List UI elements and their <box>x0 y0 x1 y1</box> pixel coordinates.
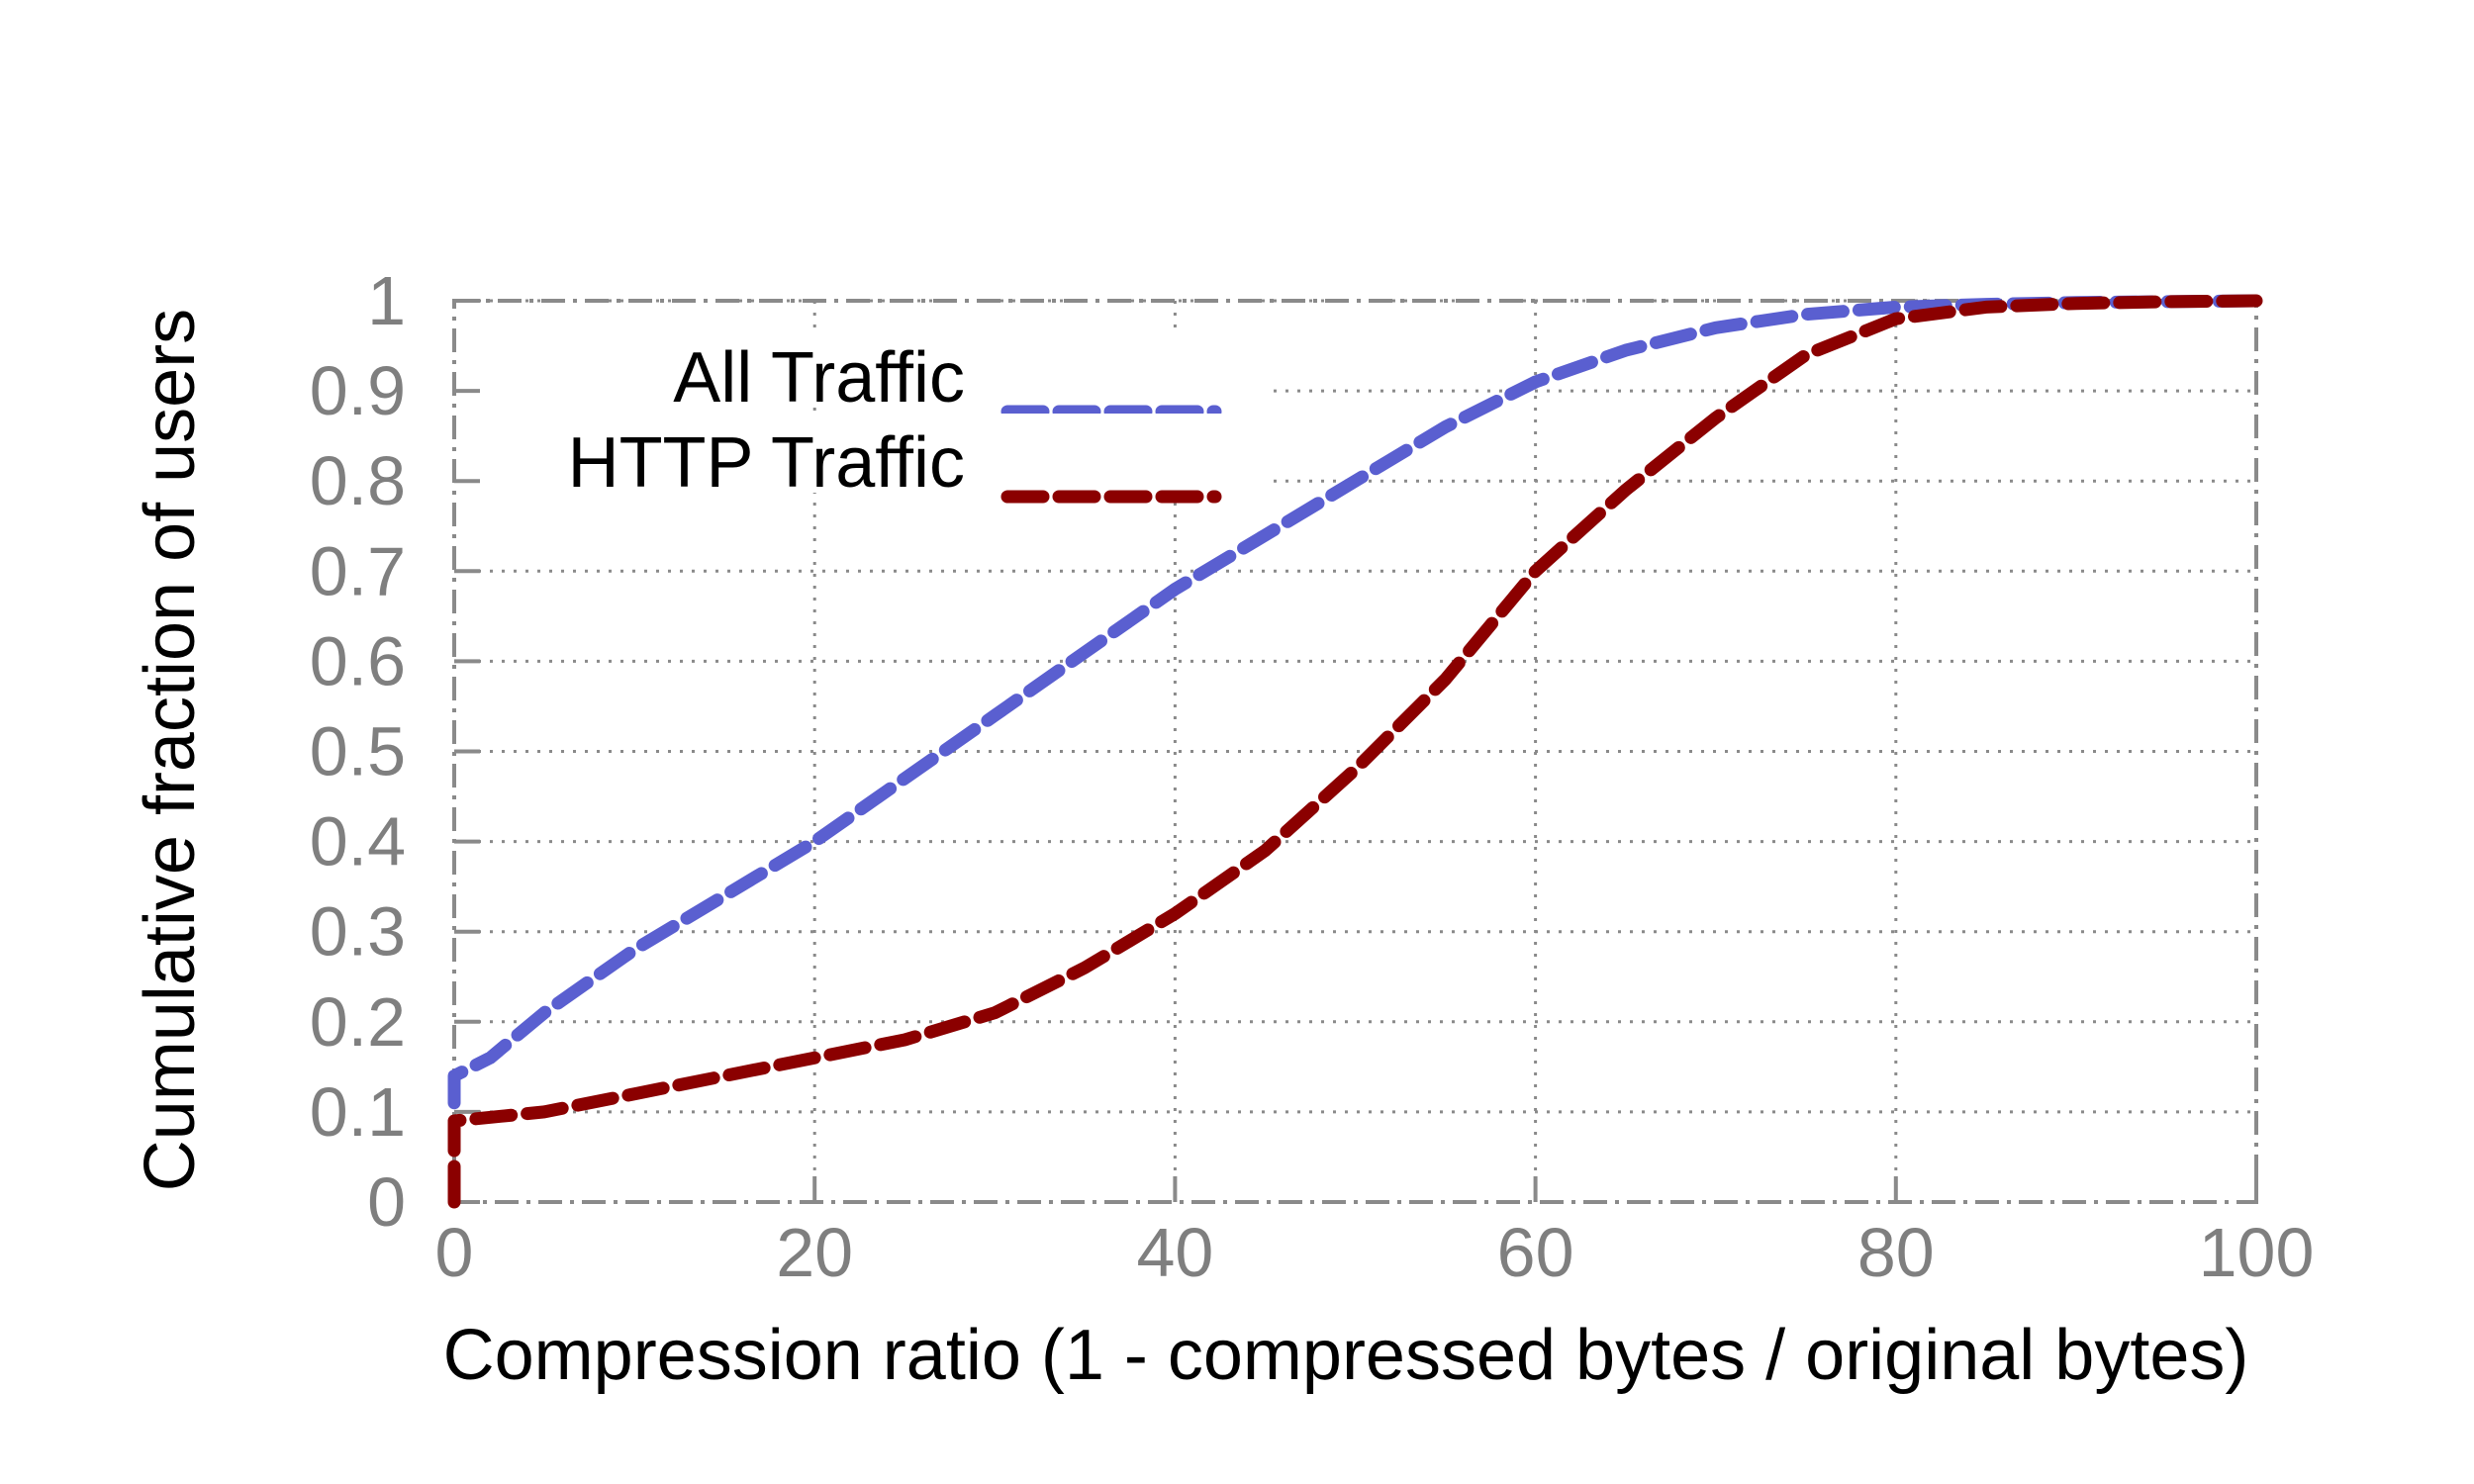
legend-label: HTTP Traffic <box>568 423 965 503</box>
legend-label: All Traffic <box>673 338 965 417</box>
x-tick-label: 20 <box>776 1214 853 1291</box>
y-tick-label: 0.2 <box>310 983 406 1061</box>
y-tick-label: 1 <box>367 262 406 339</box>
x-tick-label: 60 <box>1497 1214 1574 1291</box>
x-axis-title: Compression ratio (1 - compressed bytes … <box>443 1316 2249 1395</box>
y-tick-label: 0 <box>367 1163 406 1241</box>
x-tick-label: 100 <box>2199 1214 2315 1291</box>
plot-frame <box>452 299 2258 1204</box>
y-tick-label: 0.6 <box>310 622 406 699</box>
y-tick-label: 0.5 <box>310 713 406 790</box>
y-tick-label: 0.3 <box>310 893 406 971</box>
y-tick-label: 0.1 <box>310 1073 406 1151</box>
y-tick-label: 0.7 <box>310 532 406 609</box>
x-tick-label: 0 <box>435 1214 474 1291</box>
y-tick-label: 0.4 <box>310 803 406 881</box>
legend-backdrop <box>480 328 1272 408</box>
legend-backdrop <box>480 414 1272 493</box>
series-line-http-traffic <box>447 294 2263 1209</box>
series-line-all-traffic <box>447 294 2263 1110</box>
y-tick-label: 0.8 <box>310 442 406 519</box>
x-tick-label: 80 <box>1857 1214 1935 1291</box>
y-axis-title: Cumulative fraction of users <box>131 309 210 1191</box>
y-tick-label: 0.9 <box>310 352 406 429</box>
x-tick-label: 40 <box>1136 1214 1213 1291</box>
series <box>447 294 2263 1209</box>
tick-labels: 0 0.1 0.2 0.3 0.4 0.5 0.6 0.7 0.8 0.9 1 0 20 40 60 80 10… <box>310 262 2315 1291</box>
